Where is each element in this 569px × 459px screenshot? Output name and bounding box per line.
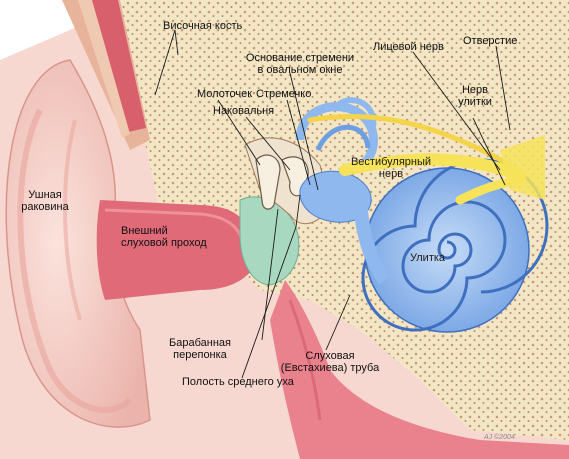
leader-lines xyxy=(154,29,511,379)
label-cochlea: Улитка xyxy=(410,252,446,264)
ear-canal-shape xyxy=(96,200,252,300)
eustachian-tube-shape xyxy=(270,280,569,459)
muscle-layer xyxy=(90,0,146,132)
label-eardrum: Барабанная перепонка xyxy=(169,337,231,361)
vestibule-shape xyxy=(299,170,372,223)
label-opening: Отверстие xyxy=(463,35,518,47)
artist-signature: AJ ©2004 xyxy=(484,434,515,441)
label-middle-ear: Полость среднего уха xyxy=(182,376,294,388)
label-facial-nerve: Лицевой нерв xyxy=(373,41,444,53)
label-stapes: Стремечко xyxy=(256,88,312,100)
label-eustachian-tube: Слуховая (Евстахиева) труба xyxy=(280,350,380,374)
label-temporal-bone: Височная кость xyxy=(163,20,243,32)
auricle-shape xyxy=(5,59,151,428)
label-cochlear-nerve: Нерв улитки xyxy=(458,84,492,108)
label-incus: Наковальня xyxy=(213,105,275,117)
label-vestibular-nerve: Вестибулярный нерв xyxy=(350,156,432,180)
label-stapes-base: Основание стремени в овальном окне xyxy=(245,52,355,76)
vestibular-nerve xyxy=(339,153,526,181)
label-malleus: Молоточек xyxy=(197,88,253,100)
facial-nerve xyxy=(307,114,513,168)
label-ear-canal: Внешний слуховой проход xyxy=(121,225,207,249)
label-auricle: Ушная раковина xyxy=(21,189,69,213)
malleus-shape xyxy=(255,154,281,210)
